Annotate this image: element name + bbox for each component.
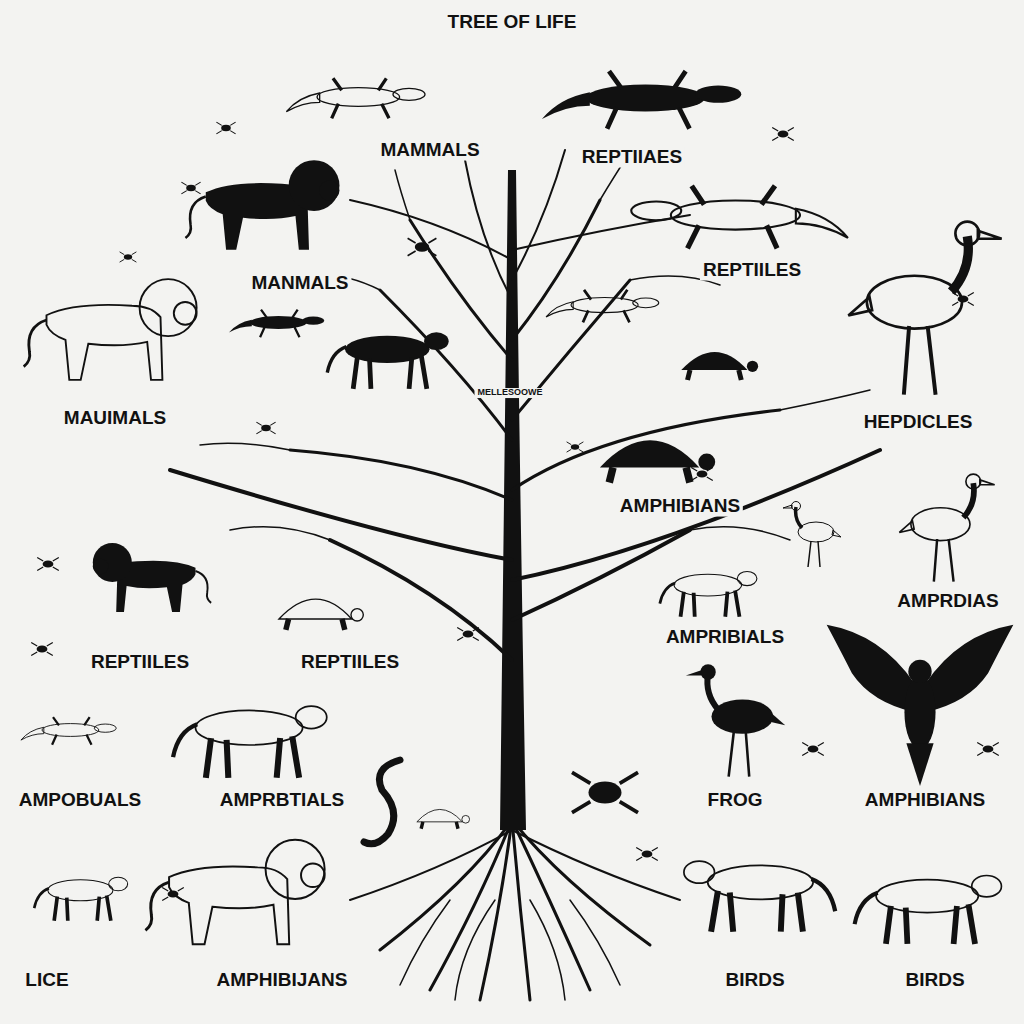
- twig: [230, 527, 330, 540]
- insect: [31, 642, 53, 655]
- diagram-title: TREE OF LIFE: [445, 12, 580, 33]
- bird-drawing: [899, 474, 994, 582]
- tree-roots: [350, 820, 680, 1000]
- lizard-drawing: [286, 78, 425, 118]
- insect: [952, 292, 974, 305]
- insect: [162, 887, 184, 900]
- insect: [181, 182, 200, 194]
- armadillo-drawing: [279, 599, 363, 630]
- group-label: AMPOBUALS: [16, 790, 144, 811]
- flamingo-drawing: [783, 502, 841, 568]
- group-label: BIRDS: [722, 970, 787, 991]
- lion-drawing: [185, 160, 339, 250]
- group-label: AMPRIBIALS: [663, 627, 787, 648]
- cheetah-drawing: [173, 706, 327, 778]
- group-label: AMPRDIAS: [894, 591, 1001, 612]
- duck-drawing: [686, 664, 785, 776]
- root: [480, 820, 512, 1000]
- branch: [512, 150, 565, 280]
- heron-drawing: [848, 222, 1001, 395]
- group-label: FROG: [705, 790, 766, 811]
- group-label: AMPRBTIALS: [217, 790, 348, 811]
- root: [512, 820, 590, 990]
- group-label: AMPHIBIJANS: [214, 970, 351, 991]
- twig: [780, 390, 870, 410]
- animal-drawing: [660, 571, 757, 616]
- snake-drawing: [364, 760, 400, 844]
- anteater-drawing: [327, 332, 448, 389]
- chameleon-drawing: [21, 717, 116, 745]
- insect: [37, 557, 59, 570]
- group-label: REPTIILES: [88, 652, 192, 673]
- insect: [408, 238, 437, 256]
- group-label: MANMALS: [248, 273, 351, 294]
- group-label: REPTIILES: [298, 652, 402, 673]
- small-insects: [31, 122, 999, 900]
- group-label: MAMMALS: [377, 140, 482, 161]
- insect: [457, 627, 479, 640]
- turtle-drawing: [681, 352, 758, 380]
- animal-drawing: [684, 861, 835, 932]
- branch: [512, 280, 630, 420]
- group-label: HEPDICLES: [861, 412, 976, 433]
- skeleton-drawing: [34, 877, 127, 921]
- insect: [256, 422, 275, 434]
- insect: [120, 252, 137, 262]
- branch: [330, 540, 512, 660]
- group-label: AMPHIBIANS: [862, 790, 988, 811]
- insect: [691, 467, 713, 480]
- zebra-drawing: [855, 875, 1002, 943]
- branch: [465, 160, 512, 300]
- branch: [290, 450, 512, 500]
- group-label: BIRDS: [902, 970, 967, 991]
- group-label: AMPHIBIANS: [617, 496, 743, 517]
- insect: [772, 127, 794, 140]
- lion-drawing: [93, 543, 211, 612]
- root: [455, 900, 495, 1000]
- branch: [512, 410, 780, 490]
- root: [400, 900, 450, 985]
- lizard-drawing: [542, 71, 741, 128]
- root: [530, 900, 565, 1000]
- twig: [395, 170, 410, 220]
- crocodile-drawing: [631, 186, 848, 249]
- beetle-drawing: [417, 809, 470, 828]
- lizard-drawing: [229, 310, 324, 338]
- crab-drawing: [572, 772, 638, 812]
- insect: [977, 742, 999, 755]
- root: [512, 830, 680, 900]
- group-label: MELLESOOWE: [475, 388, 546, 398]
- twig: [690, 527, 790, 540]
- branch: [512, 450, 880, 580]
- insect: [216, 122, 235, 134]
- branch: [380, 290, 512, 440]
- group-label: REPTIIAES: [579, 147, 685, 168]
- twig: [200, 443, 290, 450]
- turtle-drawing: [600, 440, 715, 482]
- lion-drawing: [24, 279, 197, 380]
- group-label: LICE: [22, 970, 71, 991]
- root: [570, 900, 620, 985]
- branch: [170, 470, 512, 560]
- group-label: MAUIMALS: [61, 408, 169, 429]
- branch: [350, 200, 512, 260]
- root: [380, 820, 512, 950]
- insect: [802, 742, 824, 755]
- lizard-drawing: [546, 290, 659, 323]
- eagle-drawing: [827, 625, 1014, 786]
- lion-drawing: [145, 840, 324, 944]
- insect: [567, 442, 584, 452]
- branch: [512, 200, 600, 340]
- group-label: REPTIILES: [700, 260, 804, 281]
- insect: [636, 847, 658, 860]
- tree-branches: [170, 150, 880, 660]
- root: [512, 820, 530, 1000]
